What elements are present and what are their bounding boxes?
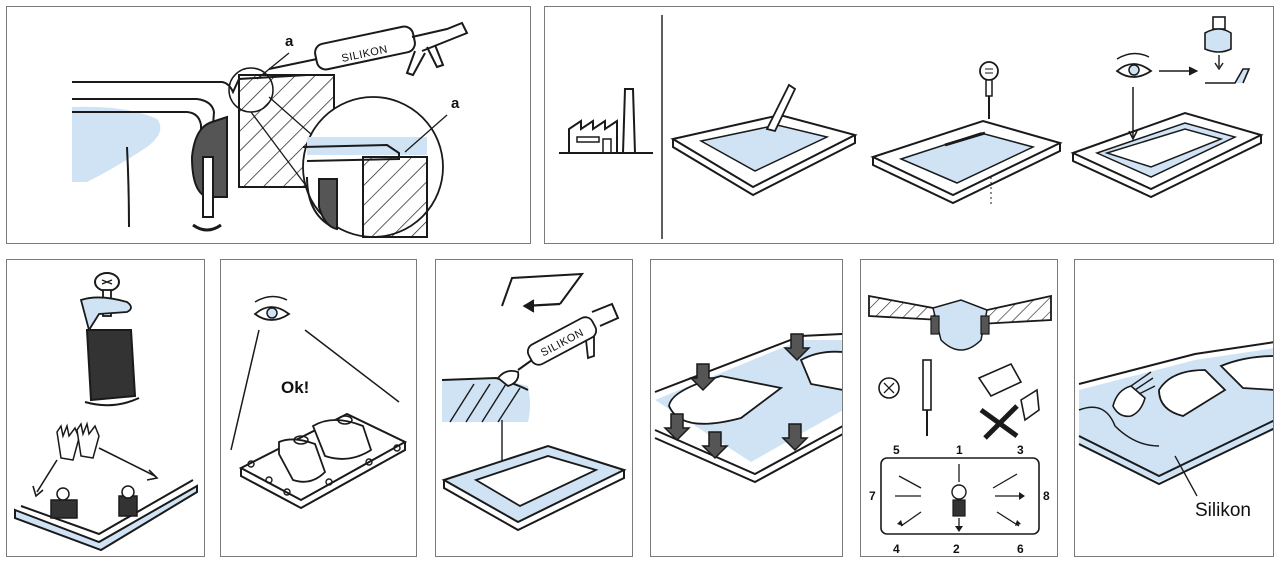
- order-number-1: 1: [956, 443, 963, 457]
- caulk-gun-icon: SILIKON: [517, 302, 620, 371]
- drill-icon: [977, 362, 1040, 440]
- arrow-icon: [501, 272, 585, 313]
- panel-apply-silicone: SILIKON: [435, 259, 633, 557]
- label-a-right: a: [451, 95, 460, 112]
- panel-clamp-prep: [6, 259, 205, 557]
- order-number-4: 4: [893, 542, 900, 556]
- panel-cutout-steps: [544, 6, 1274, 244]
- press-down-drawing: [654, 333, 842, 484]
- sink-tint: [72, 106, 161, 182]
- order-number-3: 3: [1017, 443, 1024, 457]
- cutout-steps-drawing: [559, 15, 1264, 239]
- pencil-icon: [765, 83, 797, 133]
- arrow-icon: [663, 333, 811, 460]
- eye-icon: [253, 295, 291, 321]
- brush-icon: [1204, 16, 1251, 84]
- ok-label: Ok!: [281, 378, 310, 397]
- screwdriver-icon: [922, 359, 932, 436]
- order-number-2: 2: [953, 542, 960, 556]
- panel-inspect-ok: Ok!: [220, 259, 417, 557]
- panel-tightening-order: 1 2 3 4 5 6 7 8: [860, 259, 1058, 557]
- smooth-silicone-drawing: [1078, 341, 1273, 497]
- jigsaw-icon: [979, 61, 999, 119]
- order-number-8: 8: [1043, 489, 1050, 503]
- section-detail-drawing: SILIKON: [72, 21, 469, 238]
- gloves-icon: [56, 421, 100, 461]
- factory-icon: [559, 88, 653, 154]
- step-mark-cutout: [670, 83, 858, 197]
- order-number-7: 7: [869, 489, 876, 503]
- step-seal-edges: [1070, 16, 1264, 199]
- panel-press-down: [650, 259, 843, 557]
- hand-icon: [1112, 371, 1156, 418]
- caulk-gun-icon: SILIKON: [268, 21, 469, 77]
- panel-section-detail: SILIKON a a: [6, 6, 531, 244]
- order-number-6: 6: [1017, 542, 1024, 556]
- tightening-order-drawing: [868, 294, 1052, 535]
- panel-smooth-silicone: Silikon: [1074, 259, 1274, 557]
- clamp-icon: [79, 296, 140, 407]
- eye-icon: [1115, 52, 1153, 78]
- inspect-drawing: [230, 295, 408, 510]
- label-a-top: a: [285, 33, 294, 50]
- clamp-prep-drawing: [14, 272, 198, 552]
- step-saw-cutout: [870, 61, 1063, 205]
- order-number-5: 5: [893, 443, 900, 457]
- silicone-label: Silikon: [1195, 500, 1251, 521]
- apply-silicone-drawing: SILIKON: [441, 272, 627, 532]
